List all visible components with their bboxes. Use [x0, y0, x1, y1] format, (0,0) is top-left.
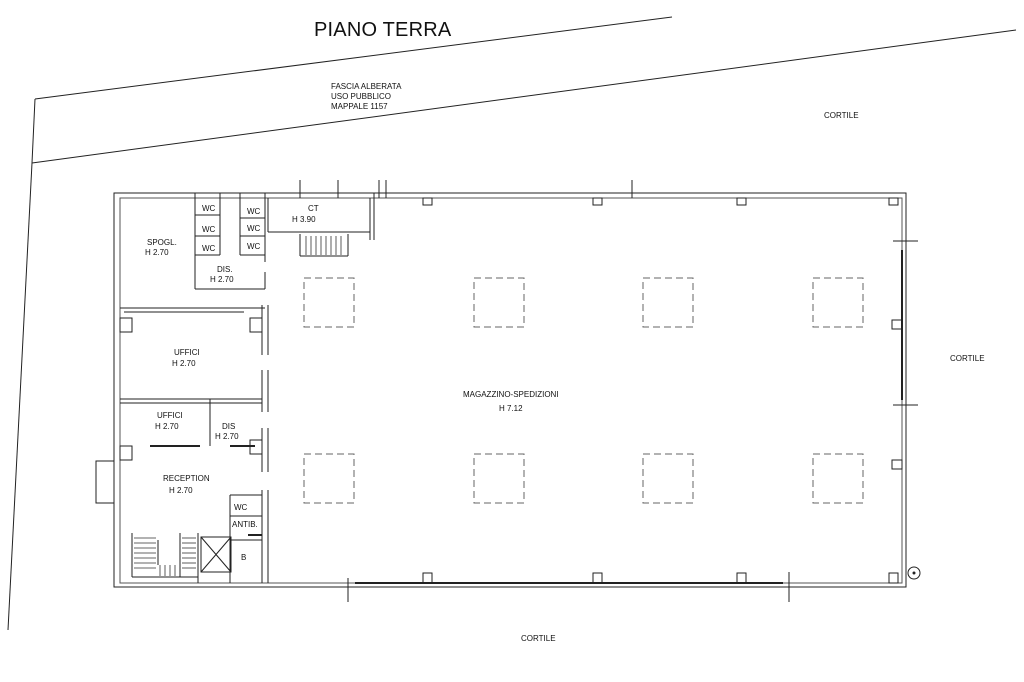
wc-label-1: WC — [202, 204, 216, 213]
site-boundary-line-left — [31, 98, 36, 164]
cortile-label-north: CORTILE — [824, 111, 859, 120]
spogl-room-name: SPOGL. — [147, 238, 177, 247]
reception-room-height: H 2.70 — [169, 486, 193, 495]
site-boundary-line-lower — [31, 29, 1017, 164]
office-warehouse-partition — [249, 305, 269, 583]
wc-label-2: WC — [202, 225, 216, 234]
cortile-label-south: CORTILE — [521, 634, 556, 643]
site-boundary-line-west — [7, 162, 33, 631]
entrance-canopy — [95, 460, 115, 504]
fascia-label-line2: USO PUBBLICO — [331, 92, 392, 101]
office-partitions — [119, 317, 262, 461]
reception-stair — [131, 533, 198, 578]
interior-column-3 — [642, 277, 694, 328]
site-boundary-line-upper — [34, 16, 673, 100]
locker-wc-block — [120, 193, 266, 313]
wc-label-3: WC — [202, 244, 216, 253]
dis-top-room-name: DIS. — [217, 265, 233, 274]
ct-room — [267, 193, 375, 240]
interior-column-7 — [642, 453, 694, 504]
fascia-label-line3: MAPPALE 1157 — [331, 102, 388, 111]
wc-label-4: WC — [247, 207, 261, 216]
wc-label-5: WC — [247, 224, 261, 233]
top-wall-openings — [299, 180, 633, 198]
dis-top-room-height: H 2.70 — [210, 275, 234, 284]
cortile-label-east: CORTILE — [950, 354, 985, 363]
interior-column-5 — [303, 453, 355, 504]
ct-room-name: CT — [308, 204, 319, 213]
dis-mid-room-height: H 2.70 — [215, 432, 239, 441]
magazzino-room-height: H 7.12 — [499, 404, 523, 413]
plan-title: PIANO TERRA — [314, 19, 452, 41]
section-marker-icon — [907, 566, 921, 580]
service-block — [197, 494, 262, 583]
perimeter-columns — [422, 197, 903, 584]
fascia-label-line1: FASCIA ALBERATA — [331, 82, 402, 91]
magazzino-room-name: MAGAZZINO-SPEDIZIONI — [463, 390, 559, 399]
wc-label-7: WC — [234, 503, 248, 512]
uffici-1-room-name: UFFICI — [174, 348, 200, 357]
reception-room-name: RECEPTION — [163, 474, 210, 483]
interior-column-2 — [473, 277, 525, 328]
spogl-room-height: H 2.70 — [145, 248, 169, 257]
dis-mid-room-name: DIS — [222, 422, 236, 431]
b-room-name: B — [241, 553, 247, 562]
uffici-2-room-height: H 2.70 — [155, 422, 179, 431]
wc-label-6: WC — [247, 242, 261, 251]
interior-column-6 — [473, 453, 525, 504]
antib-room-name: ANTIB. — [232, 520, 258, 529]
interior-column-4 — [812, 277, 864, 328]
interior-column-1 — [303, 277, 355, 328]
uffici-2-room-name: UFFICI — [157, 411, 183, 420]
interior-column-8 — [812, 453, 864, 504]
ct-stair — [299, 234, 349, 257]
ct-room-height: H 3.90 — [292, 215, 316, 224]
uffici-1-room-height: H 2.70 — [172, 359, 196, 368]
